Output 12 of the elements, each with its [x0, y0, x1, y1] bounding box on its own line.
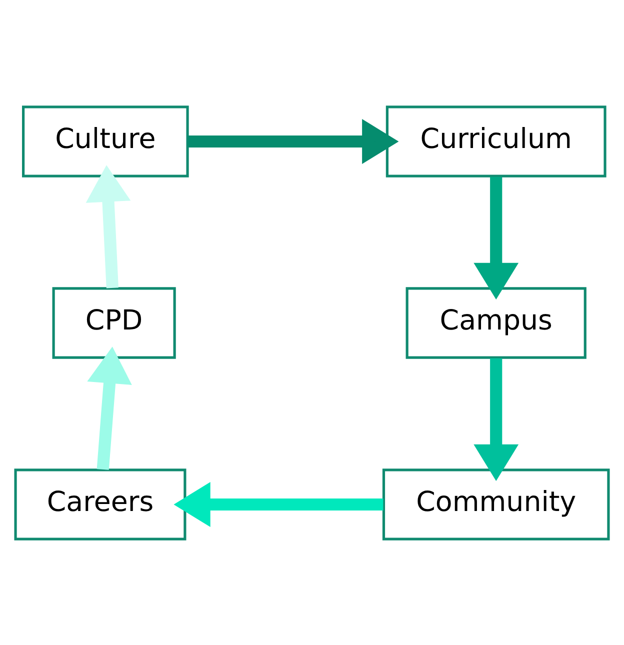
node-box: CPD: [52, 286, 176, 358]
node-box: Community: [382, 468, 610, 540]
node-box: Curriculum: [386, 105, 606, 177]
node-box: Campus: [406, 286, 586, 358]
arrow: [188, 118, 399, 164]
arrow: [474, 358, 519, 481]
node-box: Careers: [14, 468, 186, 540]
arrow: [87, 346, 132, 470]
arrow: [174, 482, 384, 526]
arrow: [474, 176, 519, 299]
arrow: [86, 164, 131, 288]
node-box: Culture: [22, 105, 189, 177]
